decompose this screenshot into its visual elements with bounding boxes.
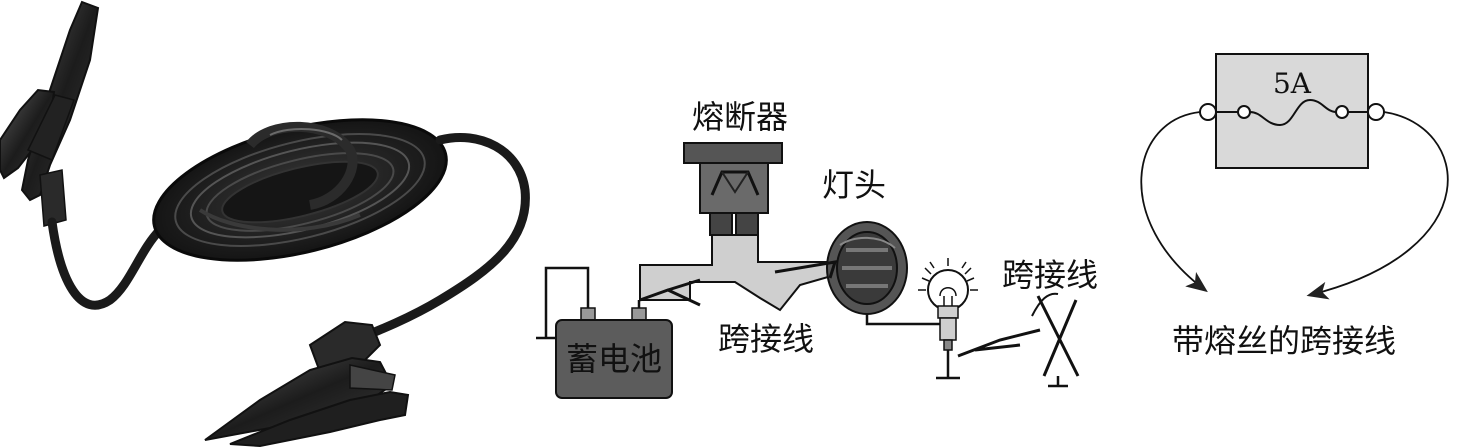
lamp-socket-icon [826, 221, 908, 315]
bus-bar [639, 234, 836, 312]
ground-icon [936, 350, 960, 380]
fuse-rating-label: 5A [1273, 67, 1312, 100]
wire-left [1140, 111, 1208, 293]
cable-coil [152, 118, 448, 262]
alligator-clip-icon [0, 0, 100, 227]
fuse-holder-icon [683, 142, 783, 236]
fused-jumper-caption: 带熔丝的跨接线 [1172, 322, 1396, 360]
fuse-label: 熔断器 [692, 98, 788, 136]
crossed-jumper-icon [1031, 292, 1080, 388]
lamp-socket-label: 灯头 [822, 166, 886, 204]
test-circuit: 蓄电池 [536, 98, 1098, 399]
jumper-label-left: 跨接线 [718, 320, 814, 358]
battery-label: 蓄电池 [566, 340, 662, 378]
jumper-label-right: 跨接线 [1002, 256, 1098, 294]
battery-icon [555, 307, 673, 399]
light-bulb-icon [918, 258, 978, 351]
alligator-clip-icon [204, 320, 410, 448]
wire-right [1306, 111, 1449, 300]
fused-jumper-schematic: 5A 带熔丝的跨接线 [1140, 53, 1449, 360]
jumper-cable-photo [0, 0, 530, 448]
